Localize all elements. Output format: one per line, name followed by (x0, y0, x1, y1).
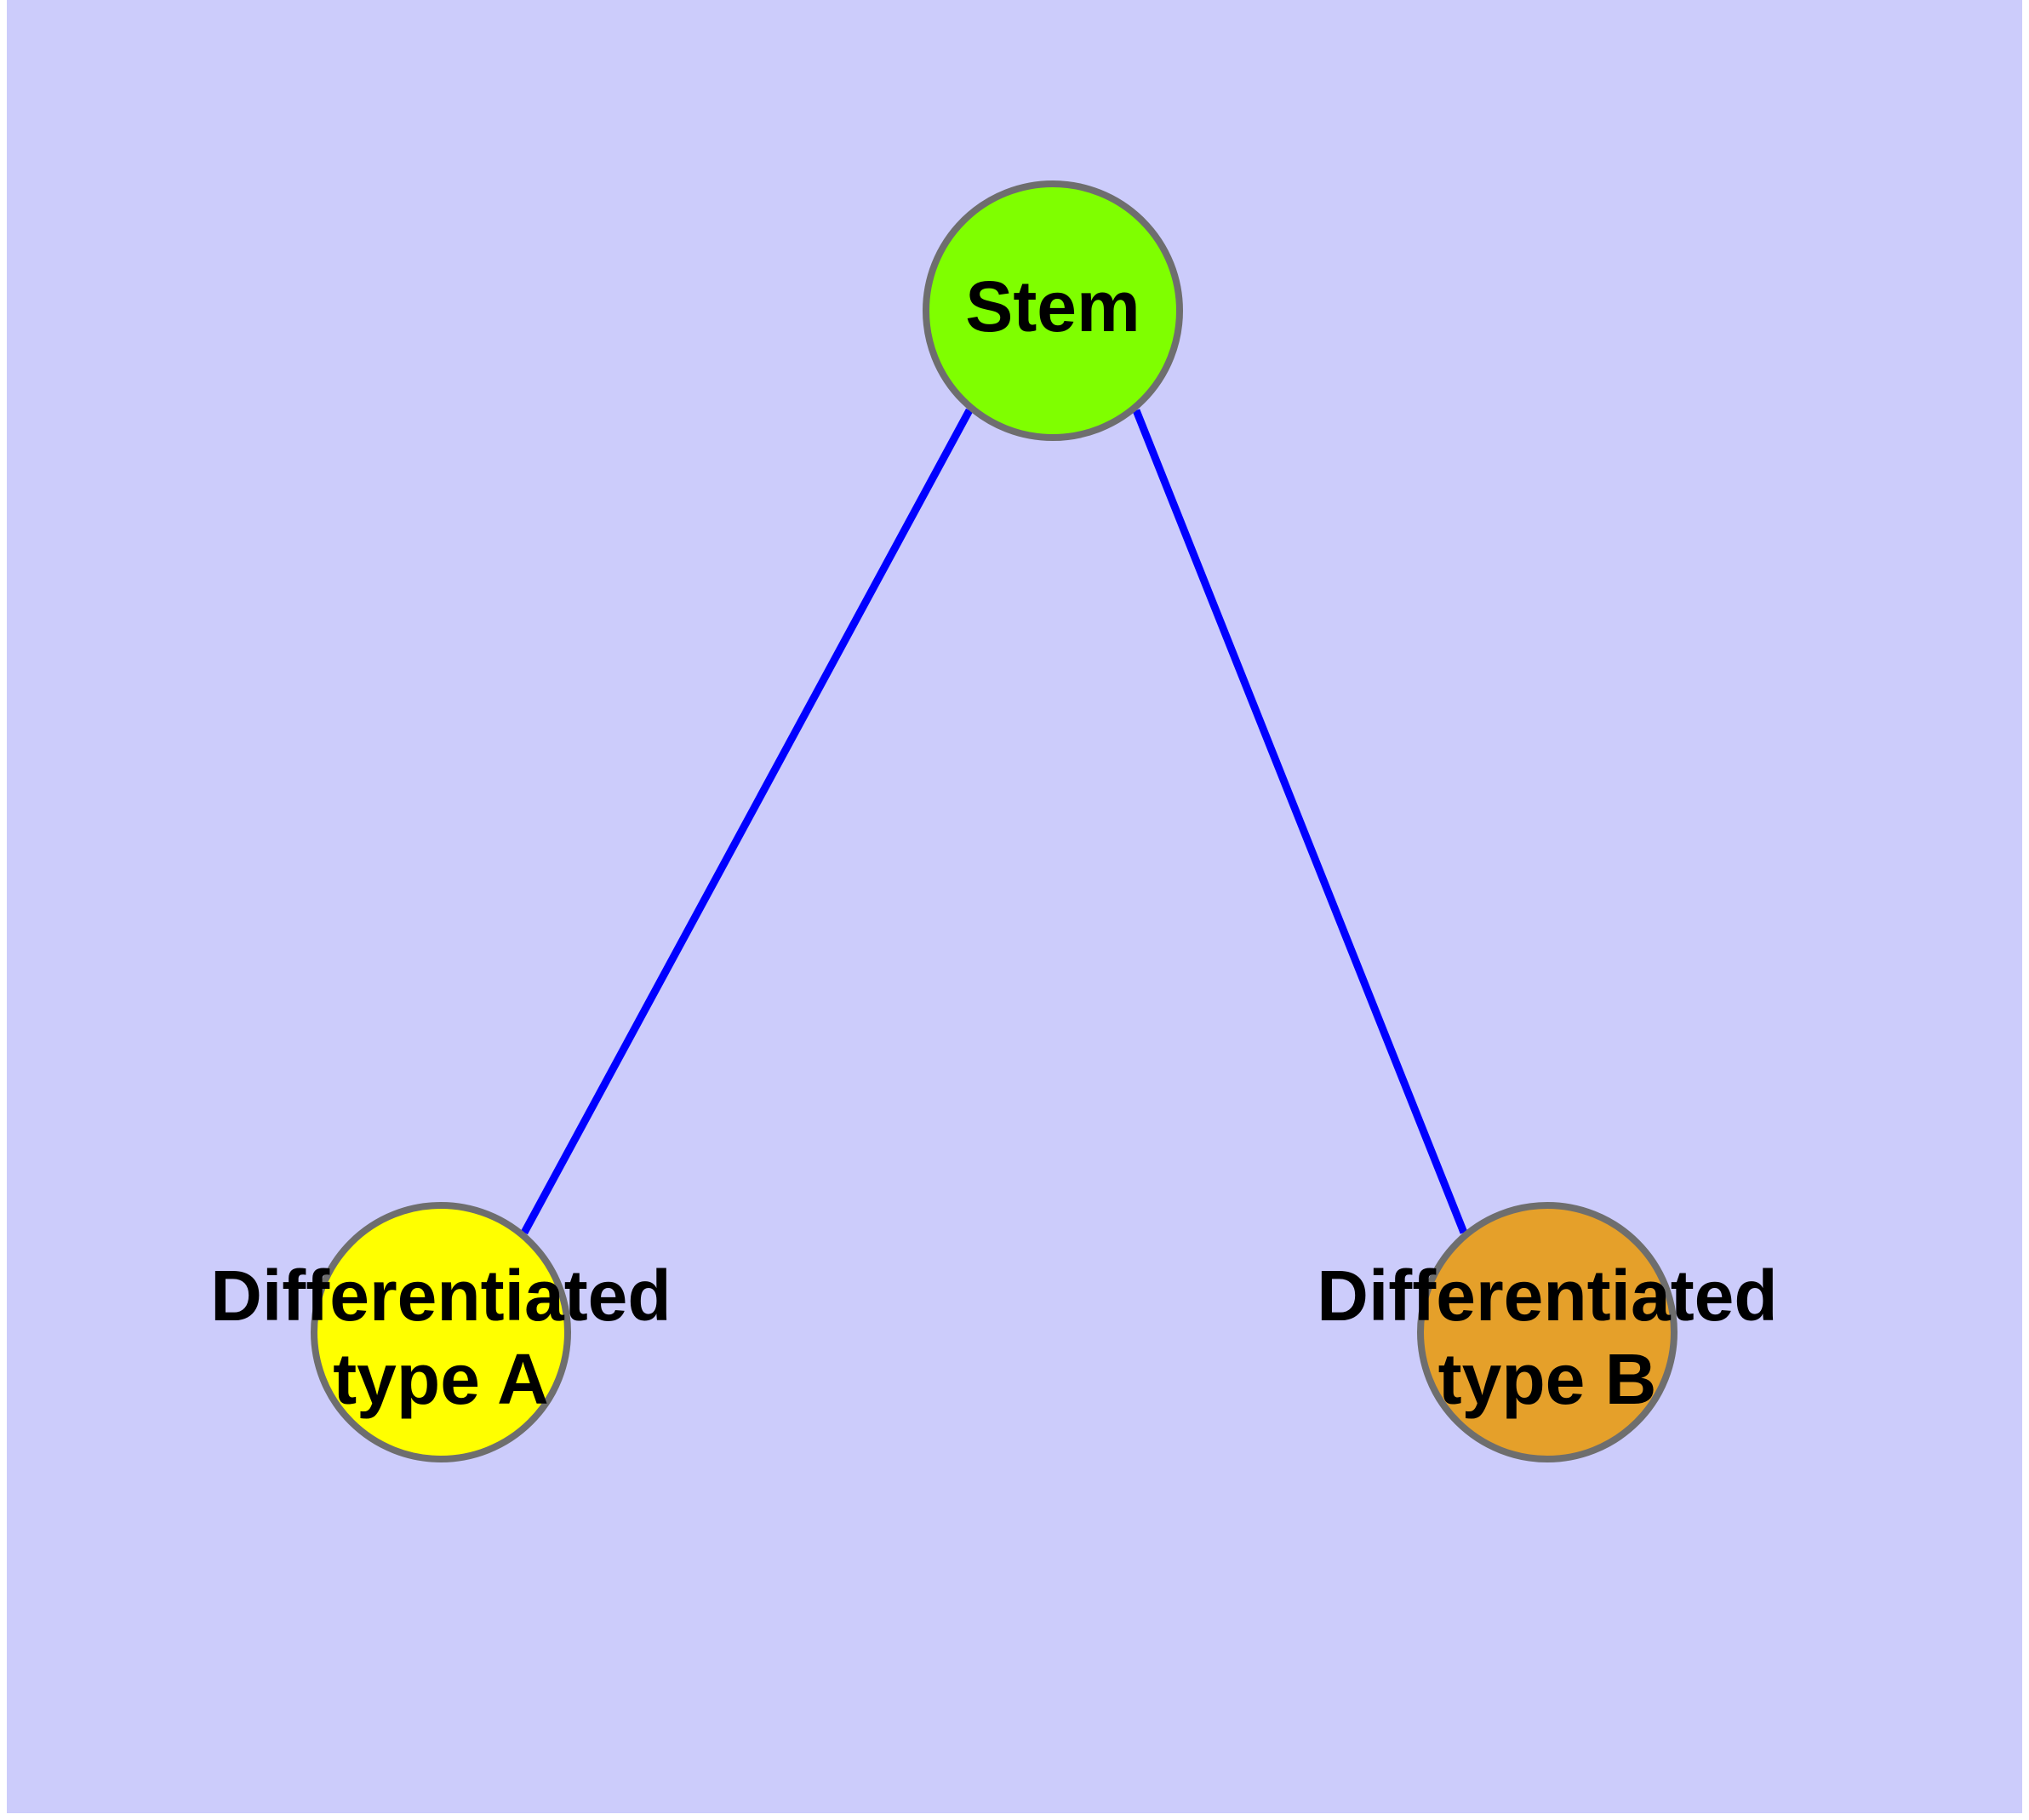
node-diff-b[interactable]: Differentiated type B (1317, 1202, 1778, 1462)
edge-layer (521, 408, 1468, 1235)
node-diff-b-label-line2: type B (1438, 1339, 1657, 1419)
graph-svg: Differentiated type A Differentiated typ… (210, 180, 1778, 1462)
diagram-plot-area: Differentiated type A Differentiated typ… (7, 0, 2022, 1813)
node-diff-a[interactable]: Differentiated type A (210, 1202, 672, 1462)
edge-stem-diff-a[interactable] (521, 408, 973, 1235)
node-diff-b-label-line1: Differentiated (1317, 1256, 1777, 1336)
edge-stem-diff-b[interactable] (1132, 409, 1468, 1234)
node-diff-a-label-line1: Differentiated (210, 1256, 671, 1336)
node-stem-label: Stem (965, 266, 1140, 346)
node-diff-a-circle[interactable] (311, 1202, 571, 1462)
node-layer: Differentiated type A Differentiated typ… (210, 180, 1778, 1462)
node-diff-b-circle[interactable] (1417, 1202, 1677, 1462)
node-diff-a-label-line2: type A (333, 1339, 549, 1419)
node-stem-circle[interactable] (923, 180, 1183, 441)
node-stem[interactable]: Stem (923, 180, 1183, 441)
